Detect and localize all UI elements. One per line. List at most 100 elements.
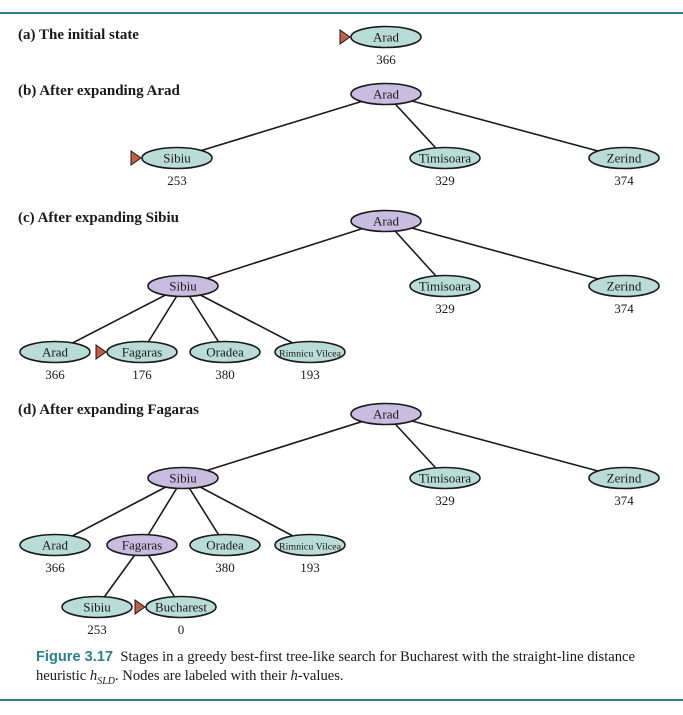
edge-s-o — [182, 477, 226, 546]
node-h-value: 329 — [435, 173, 455, 188]
node-ellipse — [588, 146, 660, 170]
edge-r-z — [385, 413, 625, 479]
node-oradea: Oradea 380 — [189, 533, 261, 575]
node-h-value: 366 — [45, 367, 65, 382]
next-expansion-marker-icon — [134, 599, 146, 615]
node-label: Arad — [373, 214, 399, 229]
node-h-value: 374 — [614, 493, 634, 508]
node-label: Arad — [42, 345, 68, 360]
node-label: Rimnicu Vilcea — [279, 543, 342, 553]
node-ellipse — [588, 466, 660, 490]
node-ellipse — [350, 82, 422, 106]
panel-c-label: (c) After expanding Sibiu — [18, 210, 179, 226]
edge-r-z — [385, 93, 625, 159]
node-label: Zerind — [607, 279, 642, 294]
edge-r-s — [176, 93, 387, 159]
node-h-value: 193 — [300, 367, 320, 382]
node-ellipse — [19, 533, 91, 557]
node-arad: Arad — [350, 402, 422, 426]
panel-d-label: (d) After expanding Fagaras — [18, 402, 199, 418]
node-ellipse — [147, 274, 219, 298]
node-rimnicu-vilcea: Rimnicu Vilcea 193 — [274, 533, 346, 575]
panel-a-label: (a) The initial state — [18, 27, 139, 43]
next-expansion-marker-icon — [95, 344, 107, 360]
node-arad: Arad 366 — [339, 25, 422, 67]
node-sibiu: Sibiu 253 — [61, 595, 133, 637]
node-ellipse — [189, 533, 261, 557]
search-tree-diagram: Arad366AradSibiu253Timisoara329Zerind374… — [19, 25, 660, 637]
caption-h-italic: h — [290, 668, 298, 684]
node-label: Bucharest — [155, 600, 207, 615]
edge-s-a2 — [54, 477, 184, 546]
caption-text-2: . Nodes are labeled with their — [115, 668, 291, 684]
node-ellipse — [409, 146, 481, 170]
node-label: Oradea — [206, 345, 244, 360]
edge-s-a2 — [54, 285, 184, 353]
node-h-value: 0 — [178, 622, 185, 637]
node-sibiu: Sibiu — [147, 466, 219, 490]
node-label: Timisoara — [419, 151, 471, 166]
node-fagaras: Fagaras — [106, 533, 178, 557]
edge-s-f — [141, 477, 184, 546]
node-label: Fagaras — [122, 345, 162, 360]
node-ellipse — [350, 209, 422, 233]
edge-r-s — [182, 220, 387, 287]
node-ellipse — [106, 340, 178, 364]
node-label: Arad — [373, 407, 399, 422]
node-h-value: 380 — [215, 560, 235, 575]
node-label: Sibiu — [83, 600, 111, 615]
next-expansion-marker-icon — [130, 150, 142, 166]
node-ellipse — [106, 533, 178, 557]
node-h-value: 193 — [300, 560, 320, 575]
node-ellipse — [145, 595, 217, 619]
node-timisoara: Timisoara 329 — [409, 274, 481, 316]
node-zerind: Zerind 374 — [588, 274, 660, 316]
edge-r-z — [385, 220, 625, 287]
panel-a-tree: Arad 366 — [339, 25, 422, 67]
edge-r-s — [182, 413, 387, 479]
node-label: Fagaras — [122, 538, 162, 553]
node-ellipse — [588, 274, 660, 298]
node-ellipse — [274, 340, 346, 364]
node-label: Arad — [373, 87, 399, 102]
node-timisoara: Timisoara 329 — [409, 146, 481, 188]
node-label: Sibiu — [169, 471, 197, 486]
node-bucharest: Bucharest 0 — [134, 595, 217, 637]
node-arad: Arad 366 — [19, 340, 91, 382]
node-label: Zerind — [607, 151, 642, 166]
bottom-rule — [0, 699, 683, 701]
node-h-value: 329 — [435, 493, 455, 508]
node-label: Arad — [373, 30, 399, 45]
node-zerind: Zerind 374 — [588, 146, 660, 188]
caption-text-1: Stages in a greedy best-first tree-like … — [36, 649, 636, 684]
node-h-value: 366 — [376, 52, 396, 67]
node-h-value: 374 — [614, 173, 634, 188]
panel-b-label: (b) After expanding Arad — [18, 83, 180, 99]
edge-s-rv — [182, 285, 311, 353]
node-label: Oradea — [206, 538, 244, 553]
node-h-value: 253 — [87, 622, 107, 637]
node-h-value: 253 — [167, 173, 187, 188]
node-timisoara: Timisoara 329 — [409, 466, 481, 508]
edge-s-rv — [182, 477, 311, 546]
node-ellipse — [189, 340, 261, 364]
node-ellipse — [274, 533, 346, 557]
next-expansion-marker-icon — [339, 29, 351, 45]
node-sibiu: Sibiu — [147, 274, 219, 298]
node-ellipse — [19, 340, 91, 364]
node-ellipse — [141, 146, 213, 170]
node-ellipse — [350, 402, 422, 426]
node-h-value: 374 — [614, 301, 634, 316]
node-ellipse — [409, 274, 481, 298]
node-label: Timisoara — [419, 279, 471, 294]
node-h-value: 329 — [435, 301, 455, 316]
node-label: Timisoara — [419, 471, 471, 486]
